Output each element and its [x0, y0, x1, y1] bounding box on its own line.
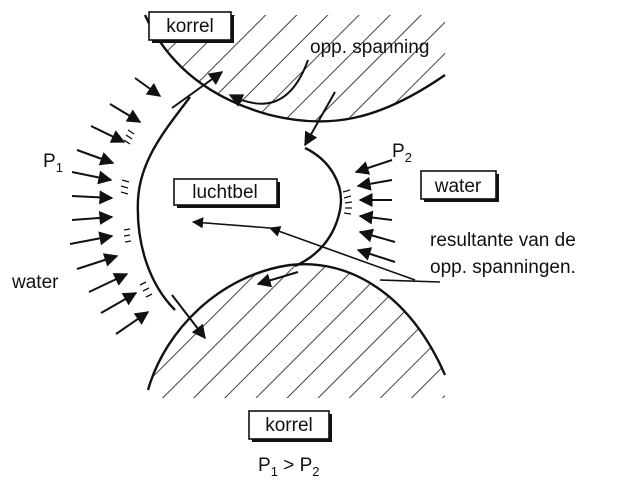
bottom-grain	[140, 255, 450, 405]
pressure-arrows-right	[356, 160, 395, 262]
p1-label: P1	[43, 151, 63, 175]
luchtbel-label: luchtbel	[174, 179, 280, 208]
korrel-top-label: korrel	[149, 12, 234, 43]
water-right-label: water	[421, 171, 499, 202]
p2-label: P2	[392, 141, 412, 165]
korrel-top-text: korrel	[166, 16, 214, 37]
opp-spanning-label: opp. spanning	[310, 37, 429, 58]
meniscus-marks-right	[343, 190, 352, 214]
resultante-line2: opp. spanningen.	[430, 257, 576, 278]
korrel-bottom-label: korrel	[249, 411, 332, 442]
luchtbel-text: luchtbel	[192, 182, 258, 203]
korrel-bottom-text: korrel	[265, 415, 313, 436]
resultante-line1: resultante van de	[430, 230, 576, 251]
pressure-relation: P1 > P2	[258, 455, 320, 479]
water-right-text: water	[434, 176, 482, 197]
pressure-arrows-left	[70, 78, 160, 334]
meniscus-marks-left	[121, 130, 152, 297]
water-left-label: water	[11, 272, 59, 293]
